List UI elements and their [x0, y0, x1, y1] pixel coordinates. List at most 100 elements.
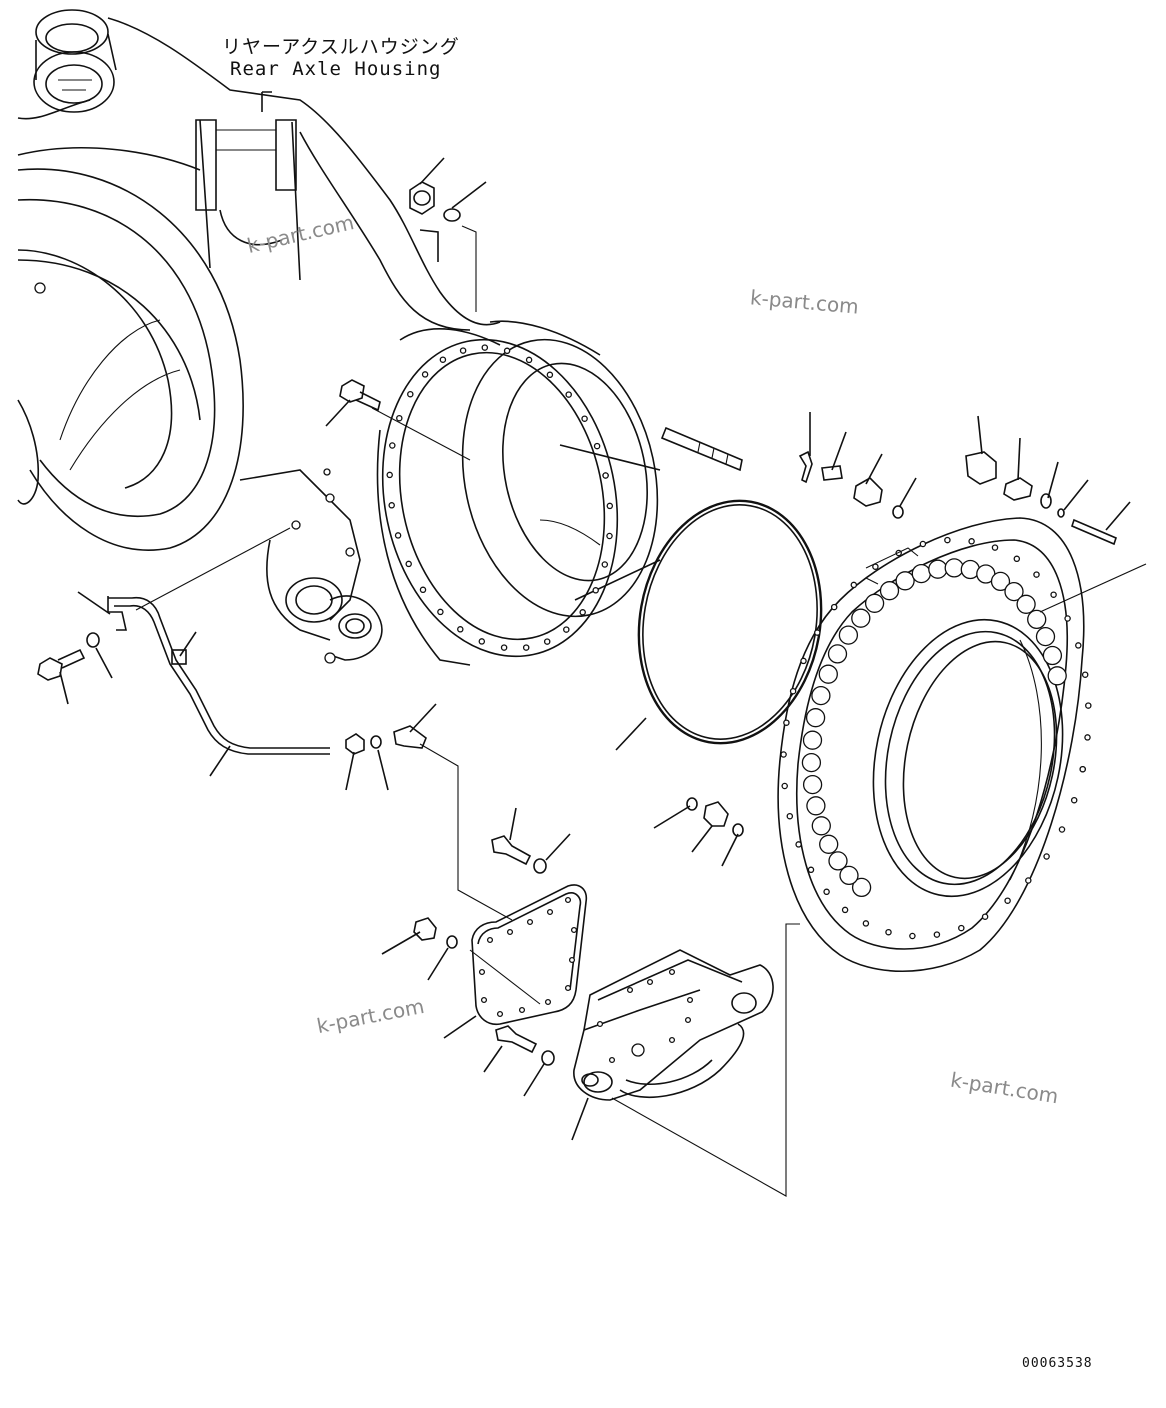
flange-bolt-hole — [579, 609, 586, 616]
washer-bracket — [541, 1050, 555, 1066]
callout-leader — [653, 805, 691, 829]
fitting-mid — [703, 801, 729, 827]
carrier-ring-bolt-hole — [991, 544, 999, 551]
carrier-ring-pocket — [1027, 609, 1047, 630]
o-ring-mid-2 — [732, 823, 744, 837]
flange-bolt-hole — [525, 356, 533, 364]
coupling-plug — [1003, 477, 1033, 501]
flange-bolt-hole — [601, 561, 609, 568]
flange-bolt-hole — [421, 371, 429, 378]
callout-leader — [1105, 501, 1131, 531]
carrier-ring-bolt-hole — [1064, 615, 1071, 622]
fitting-clip — [798, 450, 813, 484]
carrier-ring-bolt-hole — [789, 687, 797, 695]
carrier-ring-bolt-hole — [919, 540, 927, 548]
callout-leader — [691, 825, 713, 853]
mount-bracket-hole — [626, 986, 634, 994]
flange-bolt-hole — [407, 390, 414, 398]
flange-bolt-hole — [389, 442, 396, 449]
flange-bolt-hole — [565, 391, 572, 398]
carrier-ring-bolt-hole — [981, 913, 989, 920]
flange-bolt-hole — [593, 442, 601, 450]
carrier-ring-bolt-hole — [1079, 765, 1086, 773]
lube-pipe — [107, 596, 330, 755]
flange-bolt-hole — [606, 502, 614, 510]
carrier-ring-bolt-hole — [823, 888, 830, 896]
mount-bracket-hole — [646, 978, 654, 986]
carrier-ring-bolt-hole — [885, 928, 892, 936]
carrier-ring-pocket — [990, 571, 1011, 592]
flange-bolt-hole — [481, 344, 489, 351]
o-ring-small-3 — [1057, 508, 1065, 518]
dowel-pin — [1071, 518, 1117, 546]
plug-cover — [413, 917, 437, 941]
cover-plate-hole — [564, 896, 572, 904]
carrier-ring-pocket — [1016, 594, 1036, 614]
carrier-ring-bolt-hole — [800, 657, 807, 665]
callout-leader — [483, 1045, 503, 1073]
alignment-lines — [135, 225, 1147, 1197]
flange-bolt-hole — [500, 644, 508, 651]
flange-bolt-hole — [459, 347, 467, 354]
carrier-ring-pocket — [1047, 666, 1067, 686]
flange-bolt-hole — [396, 414, 403, 422]
carrier-ring-pocket — [879, 581, 900, 601]
carrier-ring-pockets — [801, 558, 1067, 898]
carrier-ring-bolt-hole — [933, 931, 941, 938]
callout-leader — [325, 399, 351, 427]
carrier-ring-bolt-hole — [1025, 877, 1032, 884]
fasteners — [37, 181, 1117, 1066]
carrier-ring-pocket — [802, 730, 823, 750]
flange-bolt-hole — [386, 471, 393, 479]
callout-leader — [427, 947, 449, 981]
carrier-ring-pocket — [851, 877, 872, 898]
carrier-ring-bolt-holes — [780, 536, 1092, 940]
flange-bolt-holes — [386, 344, 614, 651]
cover-plate-hole — [564, 984, 572, 992]
mount-bracket-holes — [596, 968, 694, 1064]
carrier-ring-pocket — [911, 563, 931, 584]
carrier-ring-pocket — [1004, 581, 1024, 602]
carrier-ring-pocket — [818, 664, 838, 684]
cover-plate-hole — [544, 998, 552, 1006]
flange-bolt-hole — [606, 532, 613, 540]
flange-bolt-hole — [543, 638, 551, 645]
carrier-ring-bolt-hole — [841, 906, 849, 914]
washer-top — [443, 208, 461, 222]
carrier-ring-pocket — [827, 644, 848, 664]
o-ring-small-2 — [1040, 493, 1052, 509]
callout-leader — [1017, 437, 1021, 481]
title-english: Rear Axle Housing — [230, 58, 442, 80]
carrier-ring-bolt-hole — [1058, 826, 1066, 833]
cover-plate-hole — [480, 996, 488, 1004]
cover-plate-hole — [568, 956, 576, 964]
carrier-ring-pocket — [828, 851, 848, 871]
o-ring-cover — [446, 935, 458, 949]
cover-plate-hole — [518, 1006, 526, 1014]
washer-cover — [533, 858, 547, 874]
carrier-ring-bolt-hole — [862, 920, 870, 927]
carrier-ring-bolt-hole — [1004, 897, 1011, 904]
carrier-ring-bolt-hole — [1070, 796, 1078, 804]
callout-leader — [77, 591, 111, 615]
carrier-ring-pocket — [944, 558, 964, 578]
carrier-ring-bolt-hole — [807, 866, 815, 874]
wheel-stud — [660, 426, 743, 472]
flange-bolt-hole — [592, 587, 599, 594]
callout-leader — [831, 431, 847, 471]
axle-flange-drum — [376, 320, 661, 666]
carrier-ring-pocket — [839, 865, 859, 886]
carrier-ring-bolt-hole — [781, 782, 788, 790]
callout-leader — [443, 1015, 477, 1039]
callout-leader — [615, 717, 647, 751]
callout-leader — [381, 931, 421, 955]
cover-plate-hole — [506, 928, 514, 936]
callout-leader — [509, 807, 517, 841]
carrier-ring-pocket — [802, 774, 823, 795]
carrier-ring-pocket — [811, 685, 831, 706]
carrier-ring-bolt-hole — [783, 719, 790, 726]
callout-leader — [1063, 479, 1089, 511]
callout-leaders — [59, 157, 1131, 1141]
bolt-drum — [339, 379, 381, 412]
